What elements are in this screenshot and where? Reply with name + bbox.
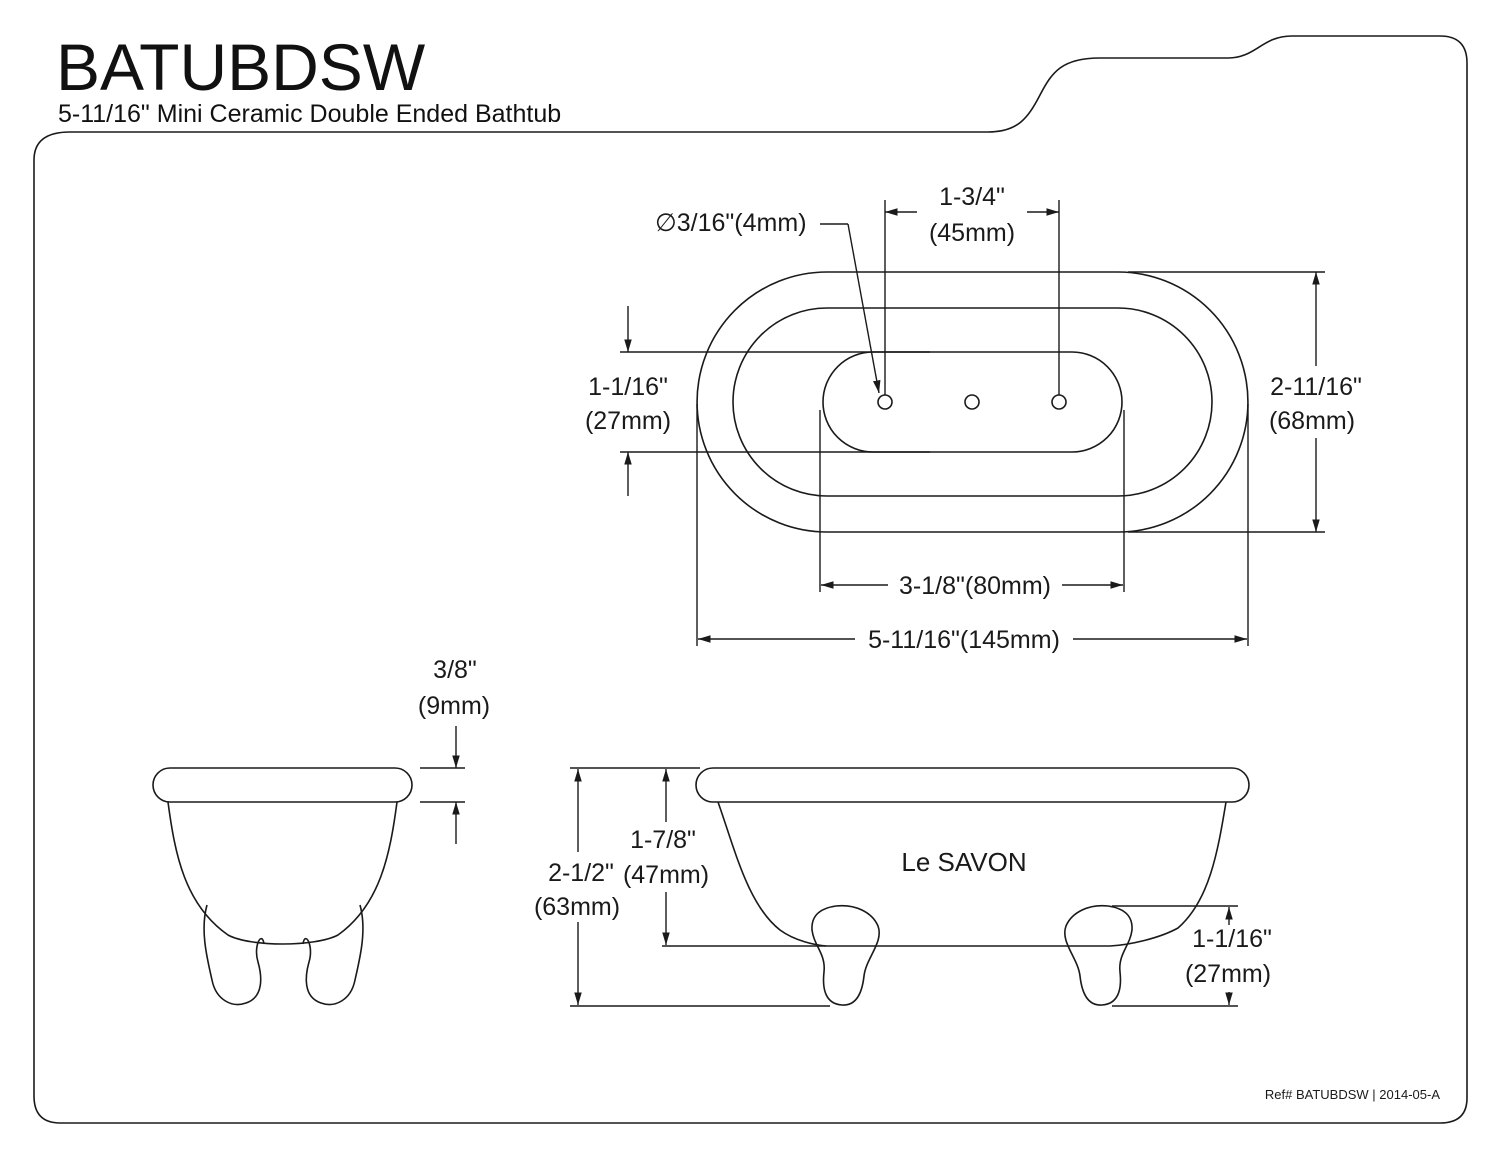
end-rim (152, 767, 413, 803)
sheet-frame (33, 35, 1468, 1124)
overall-height-inches: 2-1/2" (548, 859, 614, 887)
reference-number: Ref# BATUBDSW | 2014-05-A (1265, 1087, 1440, 1102)
rim-height-inches: 3/8" (433, 656, 477, 684)
body-height-inches: 1-7/8" (630, 826, 696, 854)
end-body (167, 801, 398, 945)
side-foot-left (811, 904, 880, 1006)
side-view: Le SAVON 2-1/2" (63mm) 1-7/8" (47mm) 1-1… (534, 767, 1272, 1007)
tub-inner-rim (732, 307, 1213, 497)
model-title: BATUBDSW (56, 30, 426, 104)
faucet-deck (822, 351, 1123, 453)
top-view: ∅3/16"(4mm) 1-3/4" (45mm) 1-1/16" (27mm)… (585, 183, 1362, 654)
brand-label: Le SAVON (901, 847, 1026, 877)
faucet-hole-right (1051, 394, 1067, 410)
tub-outer-rim (696, 271, 1249, 533)
side-rim (695, 767, 1250, 803)
overall-width-inches: 2-11/16" (1270, 373, 1362, 401)
side-foot-right (1064, 904, 1133, 1006)
hole-spacing-mm: (45mm) (929, 219, 1015, 247)
overall-width-mm: (68mm) (1269, 407, 1355, 435)
faucet-hole-left (877, 394, 893, 410)
faucet-hole-center (964, 394, 980, 410)
overall-height-mm: (63mm) (534, 893, 620, 921)
rim-height-mm: (9mm) (418, 692, 490, 720)
end-foot-left (203, 904, 265, 1006)
overall-length-label: 5-11/16"(145mm) (868, 626, 1060, 654)
foot-height-mm: (27mm) (1185, 960, 1271, 988)
hole-diameter-label: ∅3/16"(4mm) (655, 209, 807, 237)
body-height-mm: (47mm) (623, 861, 709, 889)
deck-width-inches: 1-1/16" (588, 373, 668, 401)
deck-length-label: 3-1/8"(80mm) (899, 572, 1051, 600)
side-body (717, 801, 1227, 947)
end-view: 3/8" (9mm) (152, 656, 490, 1006)
hole-spacing-inches: 1-3/4" (939, 183, 1005, 211)
model-description: 5-11/16" Mini Ceramic Double Ended Batht… (58, 100, 561, 128)
end-foot-right (302, 904, 364, 1006)
deck-width-mm: (27mm) (585, 407, 671, 435)
foot-height-inches: 1-1/16" (1192, 925, 1272, 953)
